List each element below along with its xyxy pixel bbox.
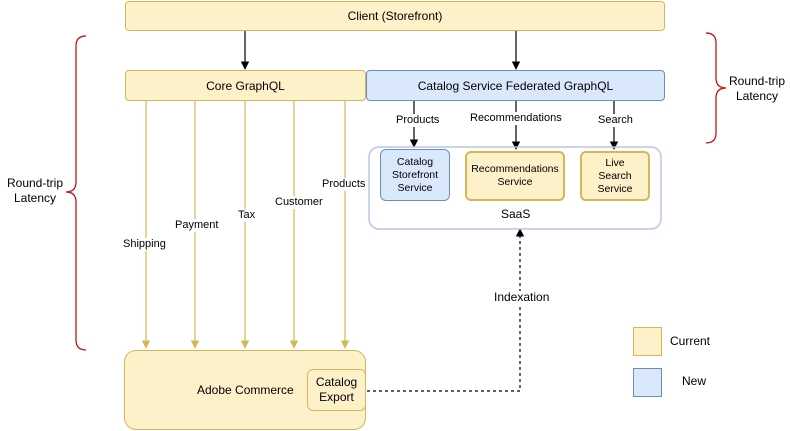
live-search-service-box: Live Search Service bbox=[580, 151, 650, 201]
legend-current-label: Current bbox=[670, 334, 711, 348]
legend-current-swatch bbox=[633, 327, 662, 356]
edge-label-payment: Payment bbox=[175, 219, 219, 232]
catalog-export-box: Catalog Export bbox=[307, 369, 366, 411]
indexation-label: Indexation bbox=[494, 290, 550, 304]
right-latency-brace bbox=[705, 32, 727, 144]
adobe-commerce-label: Adobe Commerce bbox=[197, 383, 294, 397]
saas-container bbox=[368, 146, 662, 230]
legend-new-label: New bbox=[682, 374, 707, 388]
recommendations-service-label: Recommendations Service bbox=[471, 163, 559, 188]
edge-label-customer: Customer bbox=[275, 196, 323, 209]
edge-label-products-top: Products bbox=[396, 114, 440, 127]
edge-label-shipping: Shipping bbox=[123, 238, 166, 251]
client-storefront-box: Client (Storefront) bbox=[125, 1, 665, 31]
live-search-service-label: Live Search Service bbox=[597, 156, 633, 195]
recommendations-service-box: Recommendations Service bbox=[465, 151, 565, 201]
latency-label-left: Round-trip Latency bbox=[4, 176, 66, 206]
catalog-federated-box: Catalog Service Federated GraphQL bbox=[366, 70, 665, 101]
left-latency-brace bbox=[65, 35, 87, 351]
core-graphql-label: Core GraphQL bbox=[206, 78, 285, 93]
catalog-storefront-service-box: Catalog Storefront Service bbox=[380, 149, 450, 201]
catalog-export-label: Catalog Export bbox=[315, 375, 358, 404]
catalog-federated-label: Catalog Service Federated GraphQL bbox=[417, 78, 614, 93]
edge-label-recommendations: Recommendations bbox=[470, 112, 562, 125]
saas-label: SaaS bbox=[501, 207, 531, 221]
edge-label-products-core: Products bbox=[322, 178, 366, 191]
catalog-storefront-service-label: Catalog Storefront Service bbox=[391, 155, 439, 194]
legend-new-swatch bbox=[633, 368, 662, 397]
core-graphql-box: Core GraphQL bbox=[125, 70, 366, 101]
arrow-indexation bbox=[367, 228, 525, 392]
edge-label-tax: Tax bbox=[238, 209, 256, 222]
client-label: Client (Storefront) bbox=[347, 9, 443, 23]
edge-label-search: Search bbox=[598, 114, 633, 127]
latency-label-right: Round-trip Latency bbox=[726, 74, 788, 104]
